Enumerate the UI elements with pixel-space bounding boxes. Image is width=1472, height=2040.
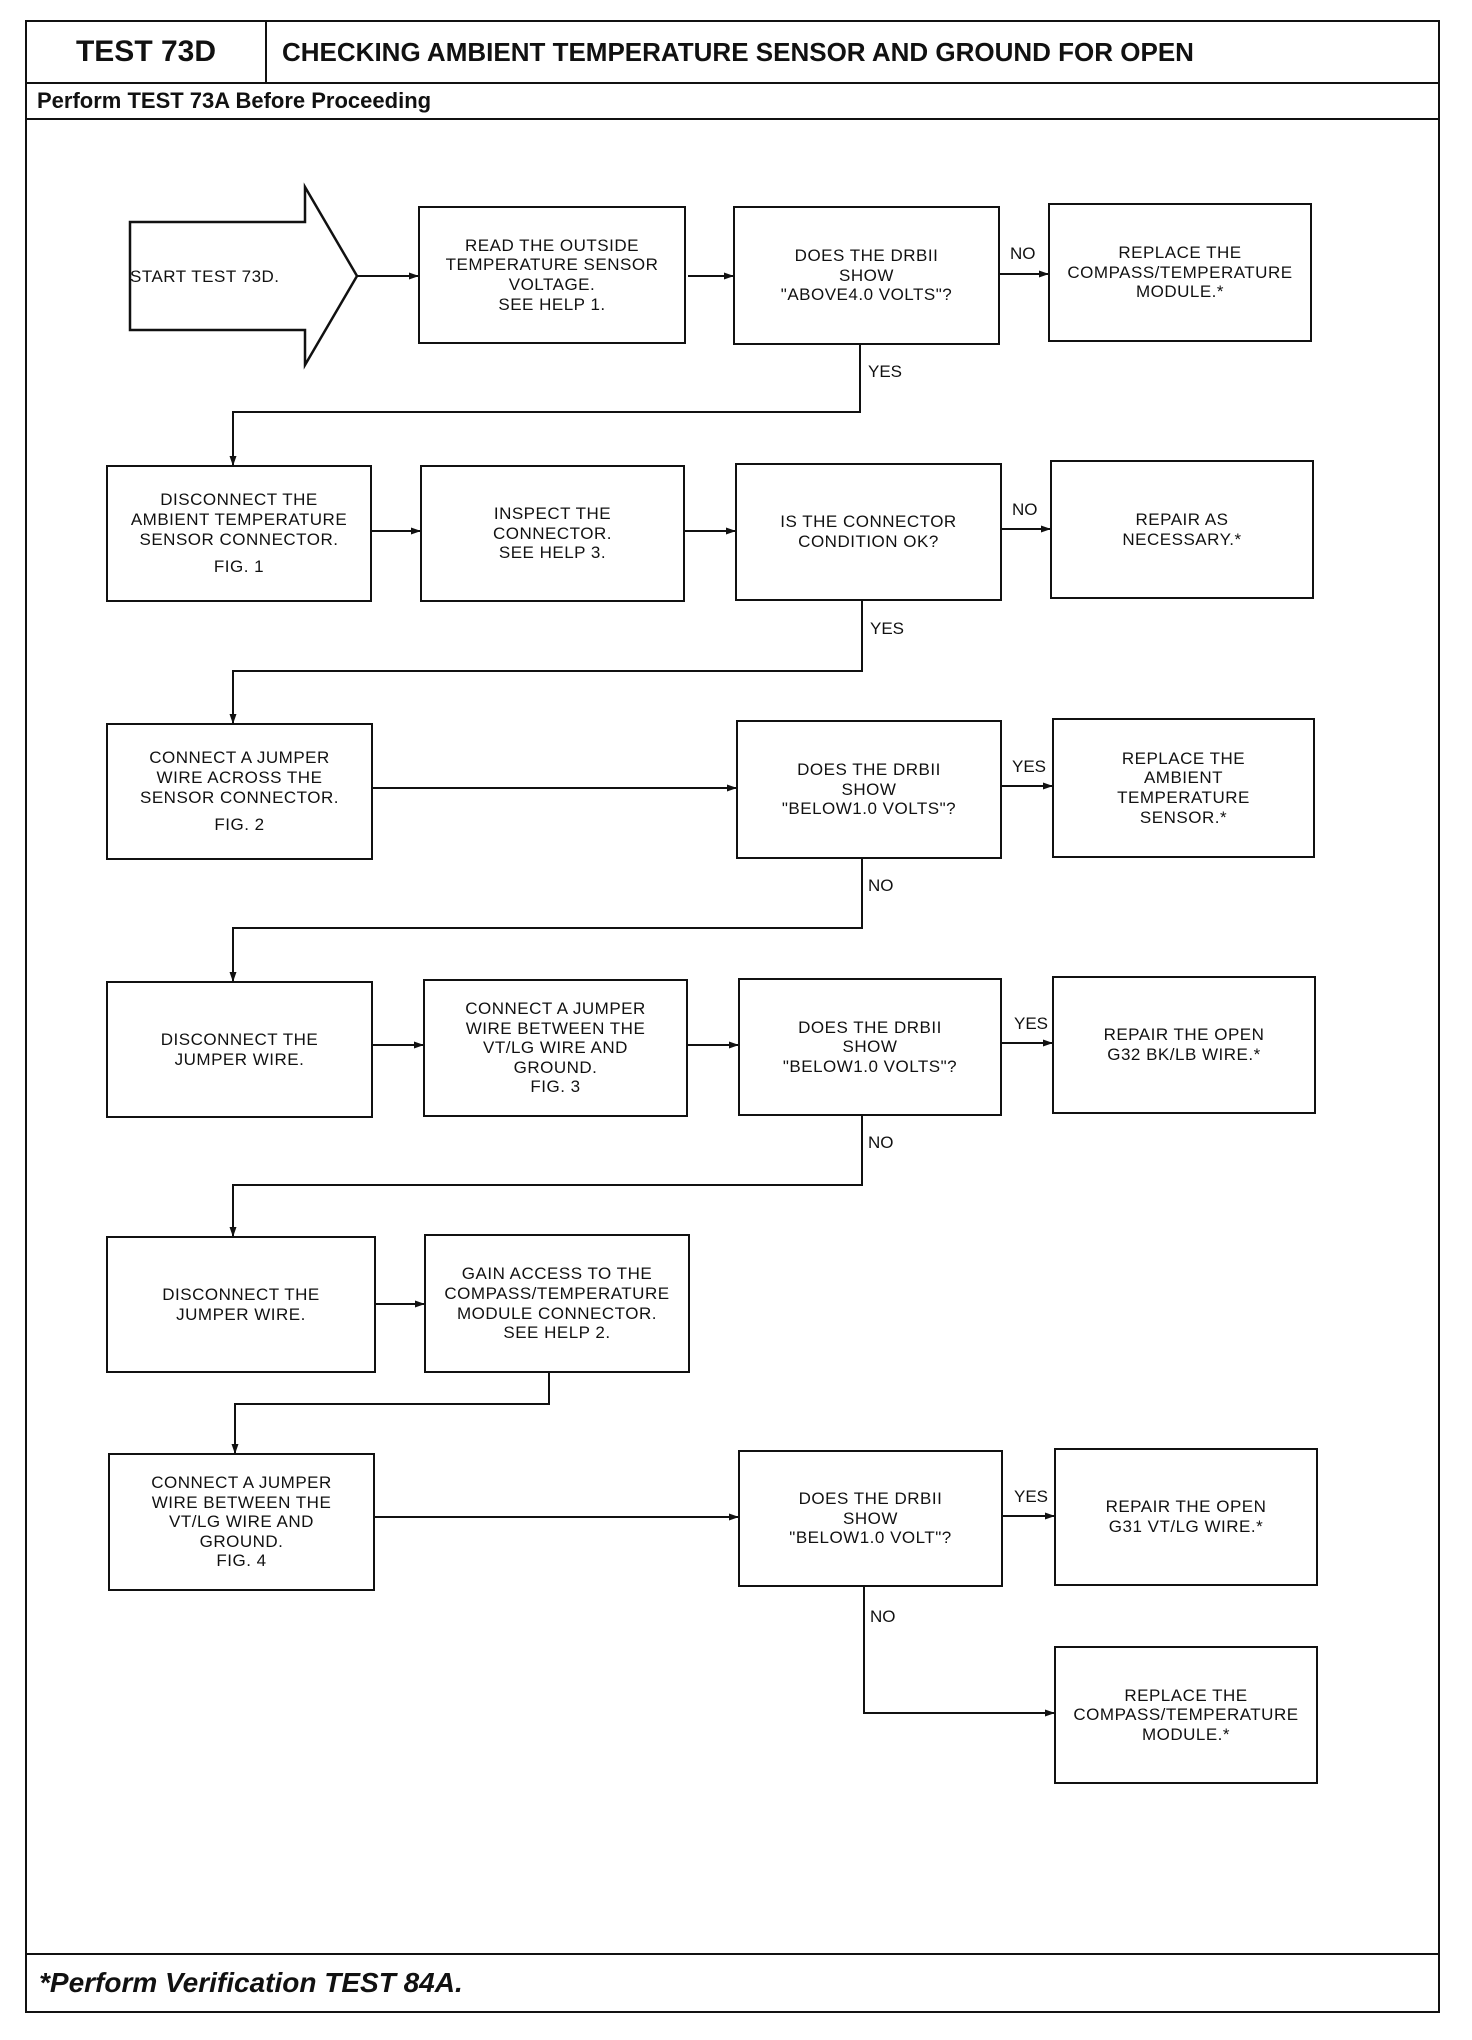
connect-jumper-ground-step-2: CONNECT A JUMPER WIRE BETWEEN THE VT/LG … — [108, 1453, 375, 1591]
test-id: TEST 73D — [27, 22, 267, 82]
repair-as-necessary-result: REPAIR AS NECESSARY.* — [1050, 460, 1314, 599]
gain-access-step: GAIN ACCESS TO THE COMPASS/TEMPERATURE M… — [424, 1234, 690, 1373]
figure-ref: FIG. 2 — [214, 815, 265, 835]
disconnect-sensor-text: DISCONNECT THE AMBIENT TEMPERATURE SENSO… — [130, 490, 348, 549]
page-frame: TEST 73D CHECKING AMBIENT TEMPERATURE SE… — [25, 20, 1440, 2013]
branch-label-yes: YES — [1014, 1014, 1049, 1033]
figure-ref: FIG. 1 — [213, 557, 265, 577]
branch-label-no: NO — [870, 1607, 896, 1626]
decision-connector-ok: IS THE CONNECTOR CONDITION OK? — [735, 463, 1002, 601]
decision-above-4-volts: DOES THE DRBII SHOW "ABOVE4.0 VOLTS"? — [733, 206, 1000, 345]
branch-label-yes: YES — [870, 619, 905, 638]
decision-below-1-volts-a: DOES THE DRBII SHOW "BELOW1.0 VOLTS"? — [736, 720, 1002, 859]
start-arrow-shape — [128, 182, 359, 370]
connect-jumper-ground-step-1: CONNECT A JUMPER WIRE BETWEEN THE VT/LG … — [423, 979, 688, 1117]
replace-module-result-1: REPLACE THE COMPASS/TEMPERATURE MODULE.* — [1048, 203, 1312, 342]
branch-label-no: NO — [868, 876, 894, 895]
branch-label-yes: YES — [1014, 1487, 1049, 1506]
connect-jumper-sensor-text: CONNECT A JUMPER WIRE ACROSS THE SENSOR … — [140, 748, 339, 807]
start-label: START TEST 73D. — [130, 267, 280, 286]
decision-below-1-volt-c: DOES THE DRBII SHOW "BELOW1.0 VOLT"? — [738, 1450, 1003, 1587]
footer-note: *Perform Verification TEST 84A. — [27, 1953, 1438, 2011]
page-title: CHECKING AMBIENT TEMPERATURE SENSOR AND … — [282, 36, 1194, 67]
read-voltage-step: READ THE OUTSIDE TEMPERATURE SENSOR VOLT… — [418, 206, 686, 344]
disconnect-sensor-step: DISCONNECT THE AMBIENT TEMPERATURE SENSO… — [106, 465, 372, 602]
branch-label-yes: YES — [868, 362, 903, 381]
inspect-connector-step: INSPECT THE CONNECTOR. SEE HELP 3. — [420, 465, 685, 602]
disconnect-jumper-step-1: DISCONNECT THE JUMPER WIRE. — [106, 981, 373, 1118]
branch-label-no: NO — [1010, 244, 1036, 263]
prerequisite-note: Perform TEST 73A Before Proceeding — [27, 84, 1438, 120]
decision-below-1-volts-b: DOES THE DRBII SHOW "BELOW1.0 VOLTS"? — [738, 978, 1002, 1116]
disconnect-jumper-step-2: DISCONNECT THE JUMPER WIRE. — [106, 1236, 376, 1373]
repair-g31-result: REPAIR THE OPEN G31 VT/LG WIRE.* — [1054, 1448, 1318, 1586]
repair-g32-result: REPAIR THE OPEN G32 BK/LB WIRE.* — [1052, 976, 1316, 1114]
branch-label-no: NO — [1012, 500, 1038, 519]
header-bar: TEST 73D CHECKING AMBIENT TEMPERATURE SE… — [27, 22, 1438, 84]
branch-label-no: NO — [868, 1133, 894, 1152]
connect-jumper-sensor-step: CONNECT A JUMPER WIRE ACROSS THE SENSOR … — [106, 723, 373, 860]
replace-sensor-result: REPLACE THE AMBIENT TEMPERATURE SENSOR.* — [1052, 718, 1315, 858]
replace-module-result-2: REPLACE THE COMPASS/TEMPERATURE MODULE.* — [1054, 1646, 1318, 1784]
branch-label-yes: YES — [1012, 757, 1047, 776]
